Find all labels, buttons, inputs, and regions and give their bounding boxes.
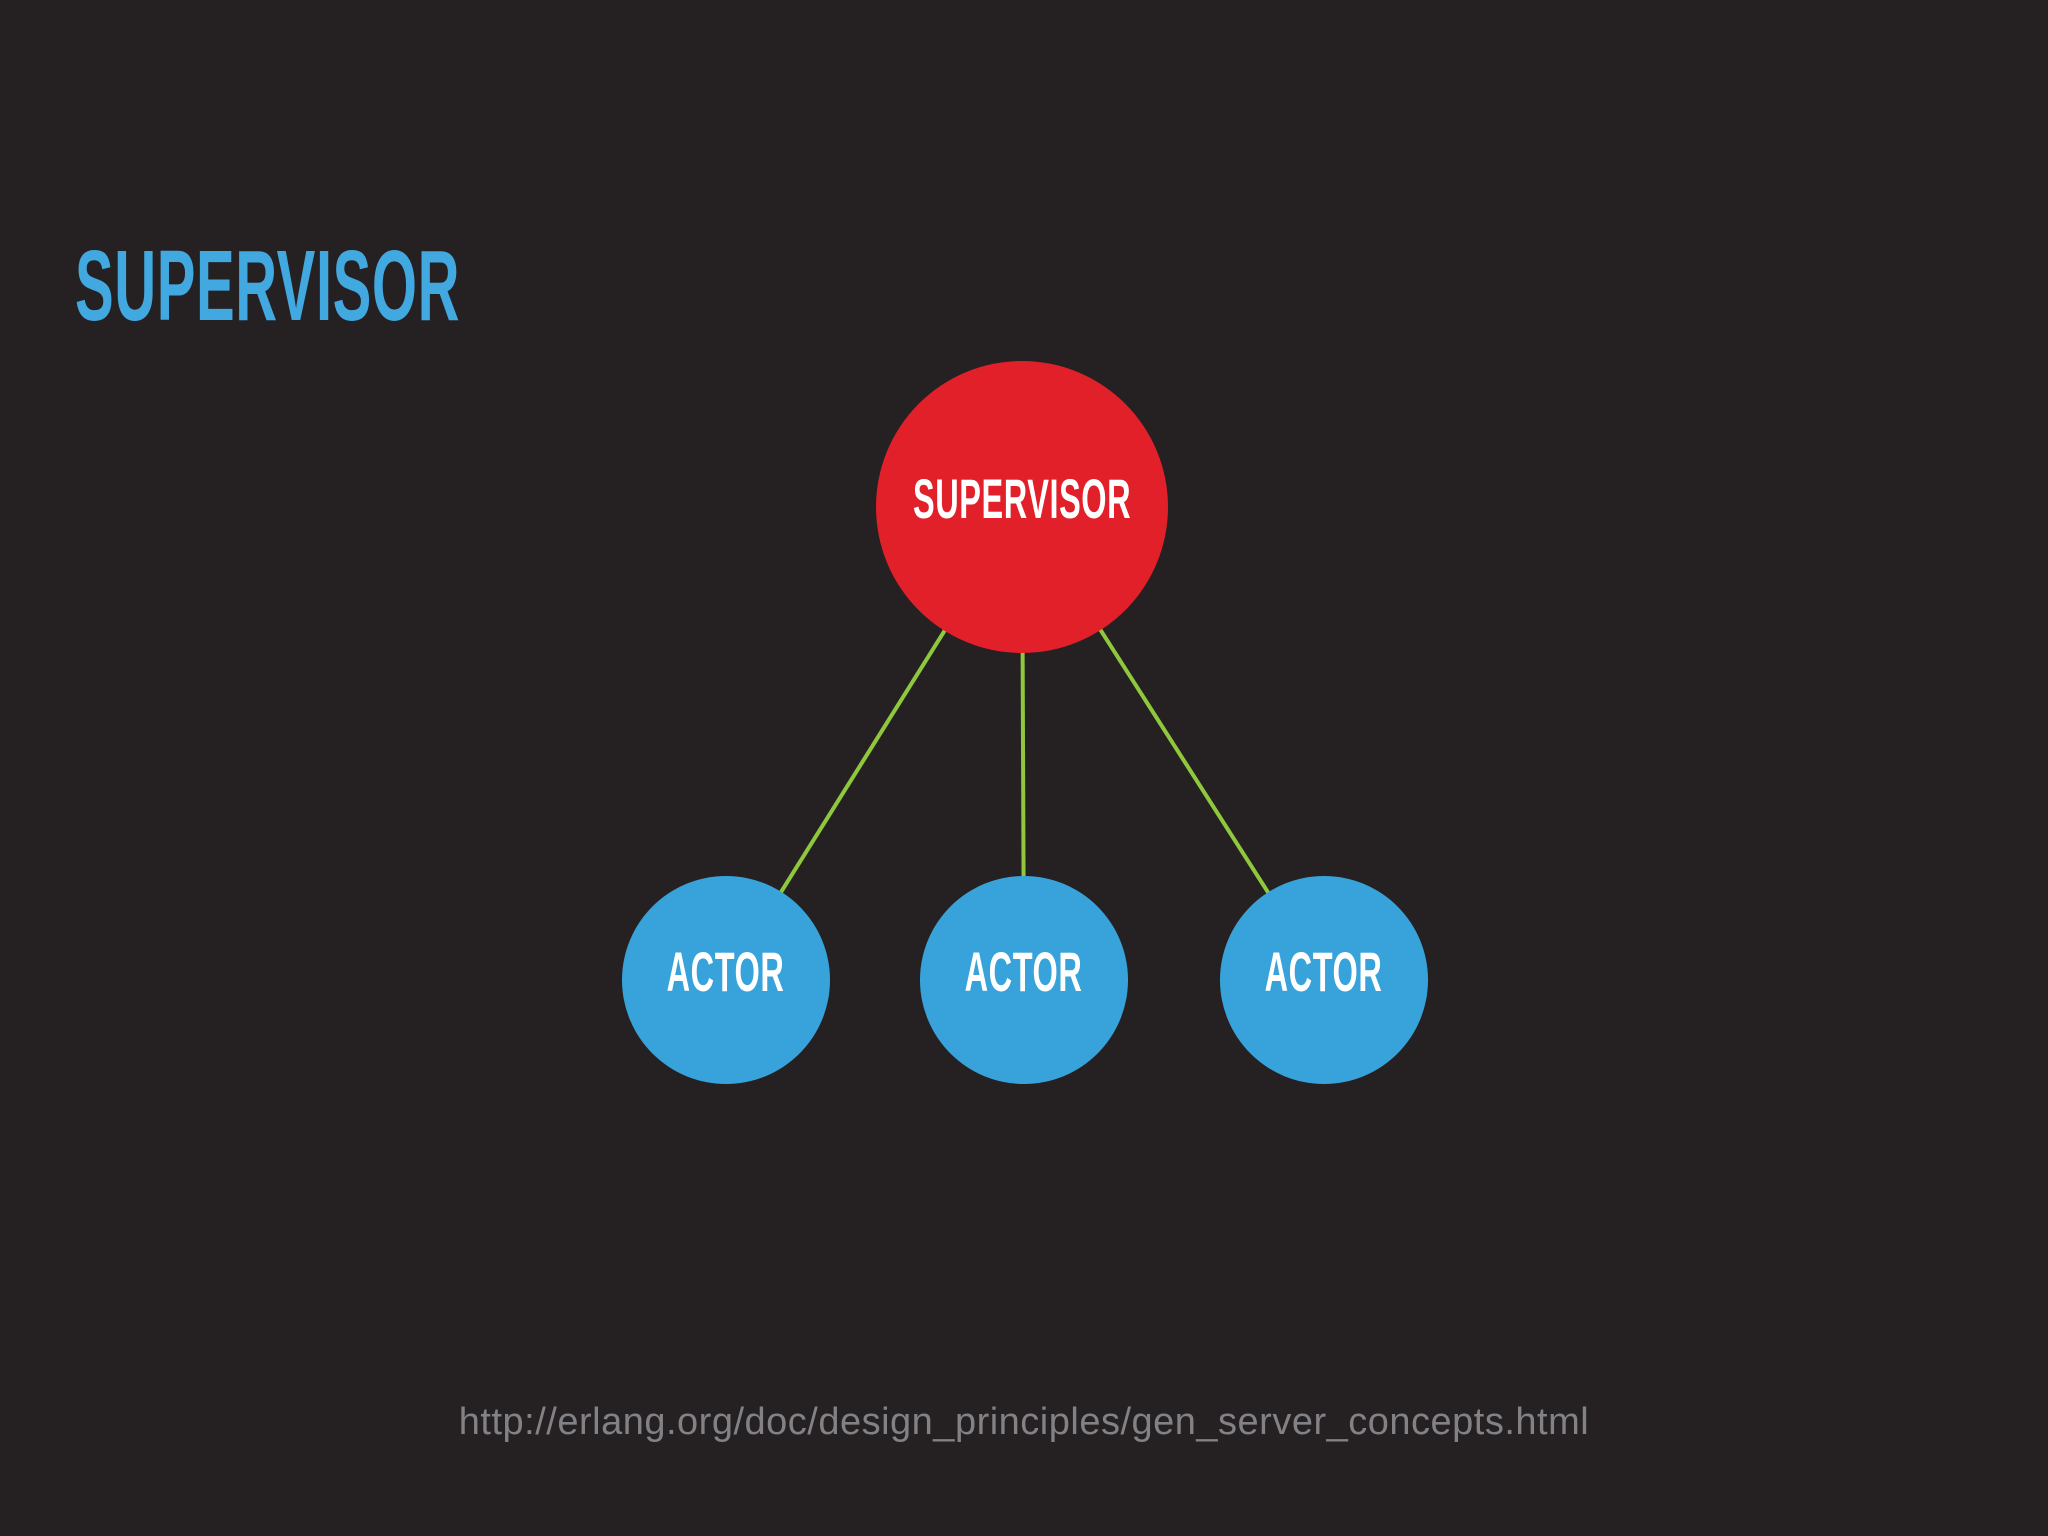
- actor-node-1: ACTOR: [622, 876, 830, 1084]
- page-title: SUPERVISOR: [75, 230, 461, 342]
- footer-url: http://erlang.org/doc/design_principles/…: [458, 1401, 1590, 1443]
- actor-node-label: ACTOR: [667, 940, 785, 1003]
- actor-node-label: ACTOR: [1265, 940, 1383, 1003]
- supervisor-node: SUPERVISOR: [876, 361, 1168, 653]
- actor-node-3: ACTOR: [1220, 876, 1428, 1084]
- actor-node-2: ACTOR: [920, 876, 1128, 1084]
- actor-node-label: ACTOR: [965, 940, 1083, 1003]
- supervisor-node-label: SUPERVISOR: [912, 467, 1132, 530]
